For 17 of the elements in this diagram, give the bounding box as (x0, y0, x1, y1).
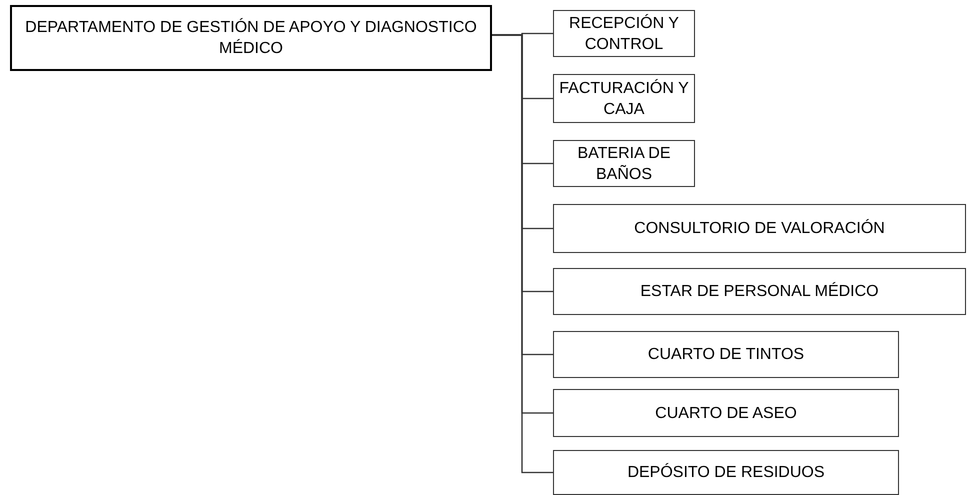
box-label: ESTAR DE PERSONAL MÉDICO (640, 281, 879, 302)
box-label: BATERIA DE BAÑOS (576, 144, 672, 184)
box-label: RECEPCIÓN Y CONTROL (568, 13, 680, 54)
box-label: CONSULTORIO DE VALORACIÓN (634, 218, 885, 239)
box-label: DEPÓSITO DE RESIDUOS (627, 462, 825, 483)
box-label: FACTURACIÓN Y CAJA (558, 78, 690, 120)
unit-box (553, 204, 966, 253)
unit-box (553, 10, 695, 57)
unit-box (553, 331, 899, 378)
box-label: DEPARTAMENTO DE GESTIÓN DE APOYO Y DIAGNOSTICO MÉDICO (24, 17, 478, 59)
box-label: CUARTO DE ASEO (655, 404, 797, 424)
unit-box (553, 450, 899, 495)
unit-box (553, 268, 966, 315)
department-box (10, 5, 492, 71)
box-label: CUARTO DE TINTOS (648, 345, 804, 365)
unit-box (553, 140, 695, 187)
unit-box (553, 389, 899, 437)
